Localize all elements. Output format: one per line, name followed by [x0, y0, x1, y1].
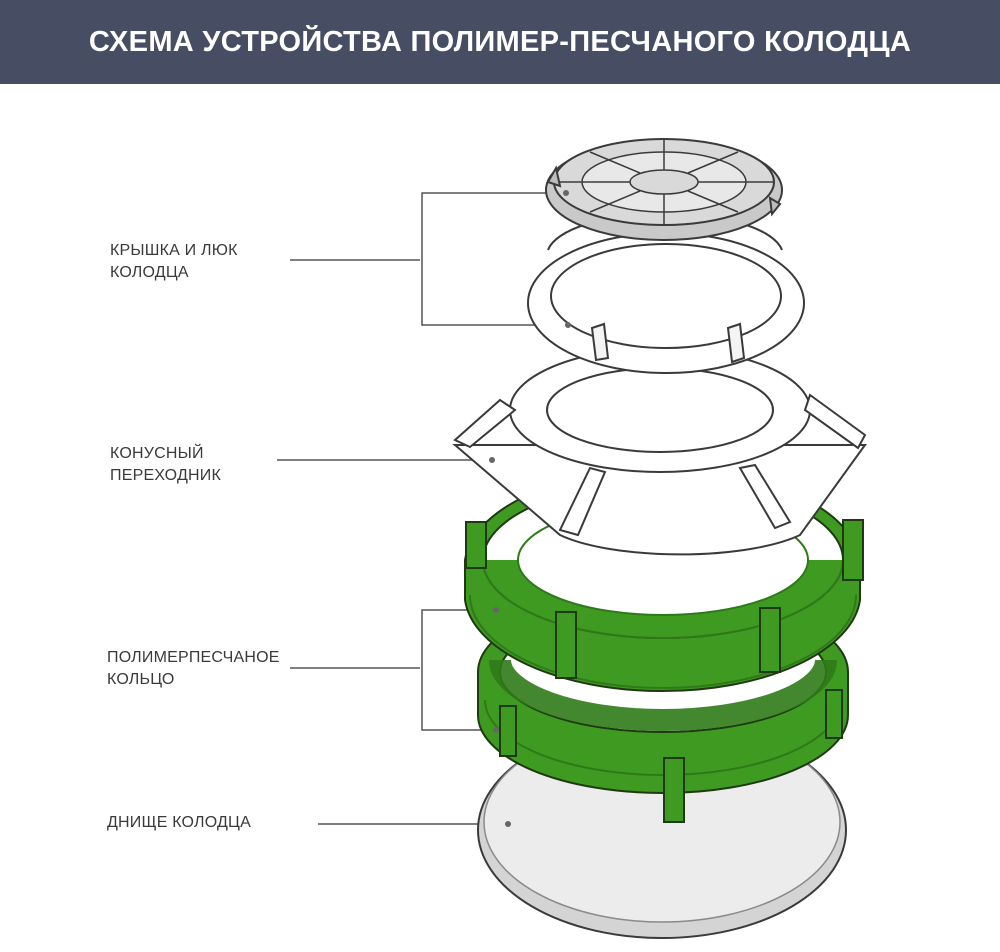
label-bottom-line1: ДНИЩЕ КОЛОДЦА: [107, 814, 251, 831]
label-lid-line1: КРЫШКА И ЛЮК: [110, 242, 238, 259]
label-cone: КОНУСНЫЙ ПЕРЕХОДНИК: [110, 443, 221, 487]
manhole-lid: [545, 138, 783, 241]
well-diagram: [277, 138, 867, 939]
label-cone-line2: ПЕРЕХОДНИК: [110, 467, 221, 484]
page-title: СХЕМА УСТРОЙСТВА ПОЛИМЕР-ПЕСЧАНОГО КОЛОД…: [88, 25, 912, 58]
label-ring-line2: КОЛЬЦО: [107, 671, 175, 688]
callout-dots: [489, 190, 571, 827]
cone-adapter: [452, 347, 867, 556]
label-lid: КРЫШКА И ЛЮК КОЛОДЦА: [110, 240, 238, 284]
label-bottom: ДНИЩЕ КОЛОДЦА: [107, 812, 251, 834]
title-banner: СХЕМА УСТРОЙСТВА ПОЛИМЕР-ПЕСЧАНОГО КОЛОД…: [0, 0, 1000, 84]
label-ring-line1: ПОЛИМЕРПЕСЧАНОЕ: [107, 649, 280, 666]
callout-lines: [277, 192, 567, 825]
label-ring: ПОЛИМЕРПЕСЧАНОЕ КОЛЬЦО: [107, 647, 280, 691]
label-cone-line1: КОНУСНЫЙ: [110, 445, 204, 462]
label-lid-line2: КОЛОДЦА: [110, 264, 189, 281]
support-ring: [527, 212, 805, 374]
